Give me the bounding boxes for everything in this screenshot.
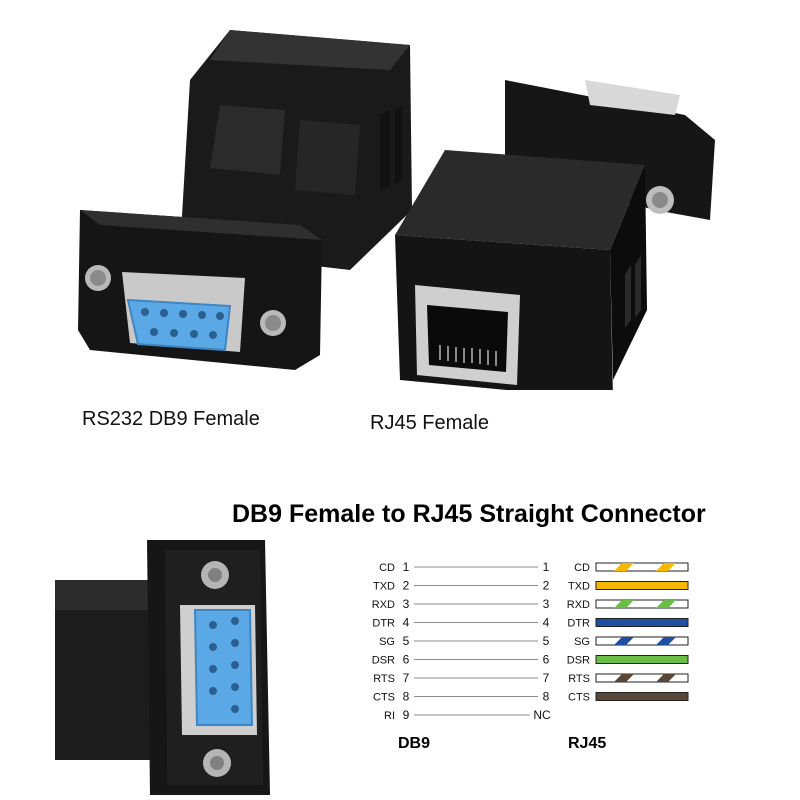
db9-closeup-image: [55, 540, 270, 795]
rj45-female-adapter-image: [395, 80, 715, 390]
wire-stripe: [656, 563, 676, 571]
db9-footer-label: DB9: [398, 735, 431, 752]
pinout-diagram: CD 1 1 CD TXD 2 2 TXD RXD 3 3 RXD DTR 4 4 DTR SG 5 5 SG DSR 6…: [372, 560, 689, 722]
wire-stripe: [656, 637, 676, 645]
rj45-pin-number: NC: [533, 708, 551, 722]
wire-swatch-brown: [595, 692, 689, 701]
wire-swatch-white-brown: [595, 673, 689, 683]
db9-pin-number: 5: [403, 634, 410, 648]
wire-swatch-white-orange: [595, 562, 689, 572]
db9-pin-number: 6: [403, 653, 410, 667]
wire-swatch-blue: [595, 618, 689, 627]
rj45-pin-number: 1: [543, 560, 550, 574]
wire-stripe: [614, 563, 634, 571]
db9-pin-name: CD: [379, 562, 395, 574]
wire-swatch-green: [595, 655, 689, 664]
caption-rj45-female: RJ45 Female: [370, 412, 489, 434]
diagram-title: DB9 Female to RJ45 Straight Connector: [232, 500, 706, 528]
rj45-pin-name: CD: [574, 562, 590, 574]
db9-pin-number: 2: [403, 579, 410, 593]
wire-stripe: [614, 674, 634, 682]
db9-pin-name: DTR: [372, 618, 395, 630]
wire-stripe: [614, 600, 634, 608]
wire-stripe: [614, 637, 634, 645]
rj45-pin-name: SG: [574, 636, 590, 648]
db9-pin-name: DSR: [372, 655, 395, 667]
wire-swatch-white-blue: [595, 636, 689, 646]
rj45-pin-name: CTS: [568, 692, 590, 704]
db9-female-adapter-image: [78, 30, 412, 370]
rj45-pin-number: 5: [543, 634, 550, 648]
rj45-pin-name: DSR: [567, 655, 590, 667]
rj45-pin-number: 3: [543, 597, 550, 611]
db9-pin-name: RI: [384, 710, 395, 722]
db9-pin-name: TXD: [373, 581, 395, 593]
db9-pin-number: 1: [403, 560, 410, 574]
db9-pin-name: RTS: [373, 673, 395, 685]
db9-pin-number: 3: [403, 597, 410, 611]
wire-stripe: [656, 674, 676, 682]
rj45-pin-number: 7: [543, 671, 550, 685]
wire-swatch-white-green: [595, 599, 689, 609]
db9-pin-number: 7: [403, 671, 410, 685]
db9-pin-number: 4: [403, 616, 410, 630]
rj45-footer-label: RJ45: [568, 735, 607, 752]
db9-pin-number: 9: [403, 708, 410, 722]
db9-pin-name: CTS: [373, 692, 395, 704]
rj45-pin-name: DTR: [567, 618, 590, 630]
rj45-pin-name: RXD: [567, 599, 590, 611]
rj45-pin-number: 4: [543, 616, 550, 630]
db9-pin-name: SG: [379, 636, 395, 648]
db9-pin-name: RXD: [372, 599, 395, 611]
rj45-pin-number: 6: [543, 653, 550, 667]
rj45-pin-number: 8: [543, 690, 550, 704]
caption-db9-female: RS232 DB9 Female: [82, 408, 260, 430]
rj45-pin-name: TXD: [568, 581, 590, 593]
rj45-pin-name: RTS: [568, 673, 590, 685]
rj45-pin-number: 2: [543, 579, 550, 593]
wire-swatch-orange: [595, 581, 689, 590]
wire-stripe: [656, 600, 676, 608]
db9-pin-number: 8: [403, 690, 410, 704]
